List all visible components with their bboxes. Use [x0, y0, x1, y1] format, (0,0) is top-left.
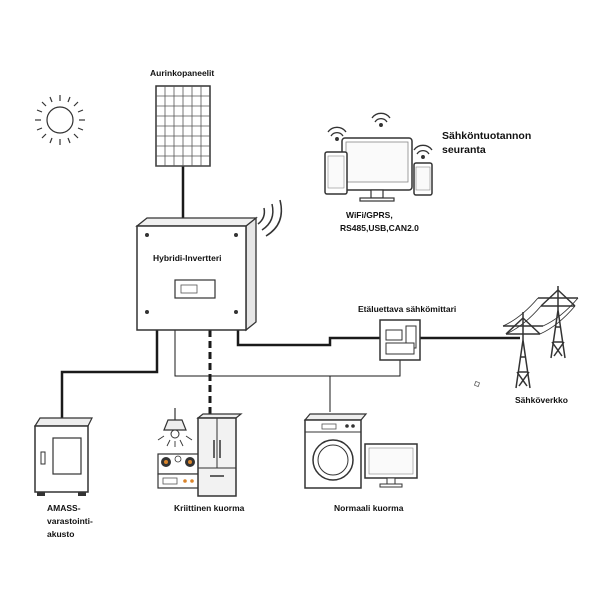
solar-panel-icon [155, 85, 211, 167]
wifi-icon [327, 126, 347, 141]
monitoring-label-line1: Sähköntuotannon [442, 130, 531, 142]
battery-cabinet-icon [33, 417, 93, 496]
power-cables [502, 297, 579, 335]
inverter-label: Hybridi-Invertteri [153, 253, 222, 263]
inverter-to-grid-line [236, 330, 380, 347]
energy-meter-icon [379, 319, 421, 361]
monitoring-devices [324, 112, 433, 202]
stove-icon [157, 453, 201, 489]
refrigerator-icon [196, 413, 243, 497]
computer-monitor-icon [364, 443, 418, 488]
connection-lines [60, 165, 520, 418]
ceiling-lamp-icon [157, 408, 193, 447]
normal-load-label: Normaali kuorma [334, 503, 404, 513]
solar-panels-label: Aurinkopaneelit [150, 68, 214, 78]
power-pylon-icon [503, 312, 543, 389]
tablet-icon [324, 151, 348, 195]
meter-measurement-line [330, 358, 401, 377]
battery-label-line1: AMASS- [47, 503, 81, 513]
hybrid-inverter-unit [135, 216, 258, 332]
grid-label: Sähköverkko [515, 395, 568, 405]
small-marker [473, 380, 481, 388]
monitor-icon [341, 137, 413, 202]
monitoring-label-line2: seuranta [442, 144, 486, 156]
wifi-icon [371, 112, 391, 127]
inverter-to-normal-load-line [174, 330, 331, 412]
comm-label-line2: RS485,USB,CAN2.0 [340, 223, 419, 233]
phone-icon [413, 162, 433, 196]
wireless-signal-icon [257, 199, 283, 237]
meter-label: Etäluettava sähkömittari [358, 304, 456, 314]
sun-icon [35, 95, 85, 145]
inverter-to-battery-line [60, 330, 159, 418]
battery-label-line3: akusto [47, 529, 74, 539]
battery-label-line2: varastointi- [47, 516, 93, 526]
washing-machine-icon [303, 413, 368, 489]
wifi-icon [413, 144, 433, 159]
power-pylon-icon [538, 286, 578, 359]
critical-load-label: Kriittinen kuorma [174, 503, 245, 513]
comm-label-line1: WiFi/GPRS, [346, 210, 393, 220]
